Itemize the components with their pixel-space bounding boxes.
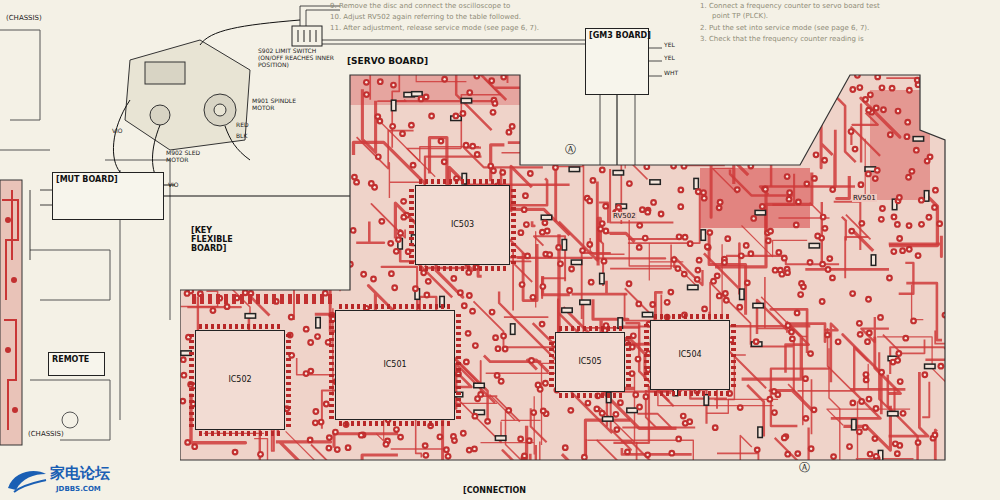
part-label: Ⓐ (564, 144, 577, 157)
part-label: RV502 (612, 212, 637, 220)
ic-label: IC504 (676, 350, 703, 359)
part-label: S902 LIMIT SWITCH (ON/OFF REACHES INNER … (258, 48, 336, 69)
part-label: RED (236, 122, 249, 129)
wire-connector (164, 195, 350, 196)
part-label: M902 SLED MOTOR (166, 150, 208, 164)
board-name: [MUT BOARD] (56, 175, 160, 184)
manual-text: 1. Connect a frequency counter to servo … (700, 2, 880, 10)
part-label: VIO (112, 128, 123, 135)
ic-chip: IC502 (195, 330, 285, 430)
ic-label: IC501 (381, 360, 408, 369)
part-label: YEL (664, 42, 675, 49)
part-label: (CHASSIS) (28, 430, 64, 438)
manual-text: 11. After adjustment, release service mo… (330, 24, 539, 32)
watermark: JDBBS.COM (56, 485, 101, 493)
board-name: [SERVO BOARD] (345, 56, 430, 66)
part-label: Ⓐ (798, 462, 811, 475)
board-name: [GM3 BOARD] (589, 31, 645, 40)
board-name: REMOTE (52, 355, 101, 364)
manual-text: point TP (PLCK). (712, 12, 768, 20)
part-label: YEL (664, 55, 675, 62)
part-label: RV501 (852, 194, 877, 202)
ic-chip: IC501 (335, 310, 455, 420)
part-label: BLK (236, 133, 247, 140)
ic-label: IC505 (576, 357, 603, 366)
part-label: WHT (664, 70, 678, 77)
manual-text: 2. Put the set into service mode (see pa… (700, 24, 869, 32)
ic-chip: IC504 (650, 320, 730, 390)
part-label: [KEY FLEXIBLE BOARD] (190, 226, 256, 254)
ic-label: IC502 (226, 375, 253, 384)
ic-label: IC503 (449, 220, 476, 229)
part-label: (CHASSIS) (6, 14, 42, 22)
watermark: 家电论坛 (50, 465, 110, 482)
part-label: M901 SPINDLE MOTOR (252, 98, 300, 112)
manual-text: 10. Adjust RV502 again referring to the … (330, 13, 521, 21)
wire-connector (616, 95, 617, 165)
sub-board: REMOTE (48, 352, 105, 376)
sub-board: [GM3 BOARD] (585, 28, 649, 95)
ic-chip: IC503 (415, 185, 510, 265)
part-label: [CONNECTION (462, 486, 527, 495)
sub-board: [MUT BOARD] (52, 172, 164, 220)
pcb-board: [SERVO BOARD]IC503IC501IC502IC505IC504 (180, 70, 946, 462)
part-label: VIO (168, 182, 179, 189)
pcb-artwork (180, 70, 946, 462)
manual-text: 9. Remove the disc and connect the oscil… (330, 2, 510, 10)
ic-chip: IC505 (555, 332, 625, 392)
manual-text: 3. Check that the frequency counter read… (700, 35, 864, 43)
